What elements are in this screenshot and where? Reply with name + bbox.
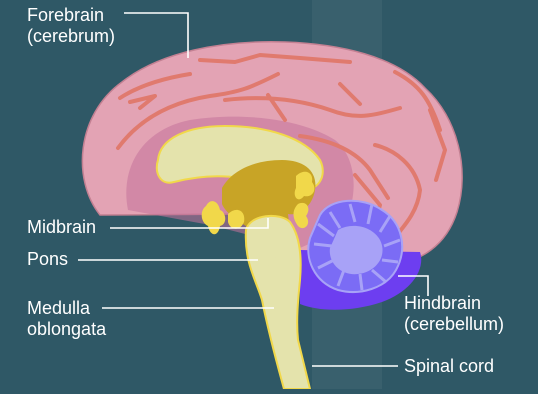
label-hindbrain: Hindbrain (cerebellum) [404,293,504,335]
forebrain-leader [124,13,188,58]
cerebellum [308,201,402,292]
label-spinal-cord: Spinal cord [404,356,494,377]
label-midbrain: Midbrain [27,217,96,238]
label-medulla: Medulla oblongata [27,298,106,340]
label-pons: Pons [27,249,68,270]
label-forebrain: Forebrain (cerebrum) [27,5,115,47]
